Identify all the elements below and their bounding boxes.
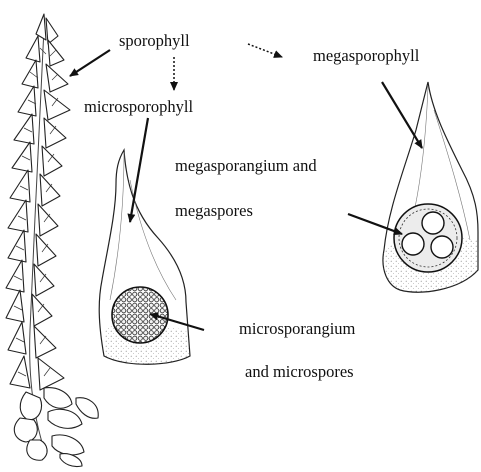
- label-megasporangium-line1: megasporangium and: [174, 158, 318, 175]
- microsporophyll-drawing: [99, 150, 190, 364]
- label-megasporophyll: megasporophyll: [312, 48, 420, 65]
- strobilus-drawing: [6, 14, 98, 467]
- arrow-megasporophyll: [382, 82, 422, 148]
- megasporophyll-drawing: [383, 82, 478, 292]
- label-megasporangium-line2: megaspores: [174, 203, 254, 220]
- dotted-arrows: [174, 44, 282, 90]
- label-sporophyll: sporophyll: [118, 33, 191, 50]
- label-microsporangium-line2: and microspores: [244, 364, 355, 381]
- label-microsporangium-line1: microsporangium: [238, 321, 356, 338]
- label-microsporophyll: microsporophyll: [83, 99, 194, 116]
- arrow-sporophyll: [70, 50, 110, 76]
- dotted-arrow-to-megasporophyll: [248, 44, 282, 57]
- arrow-microsporophyll: [130, 118, 148, 222]
